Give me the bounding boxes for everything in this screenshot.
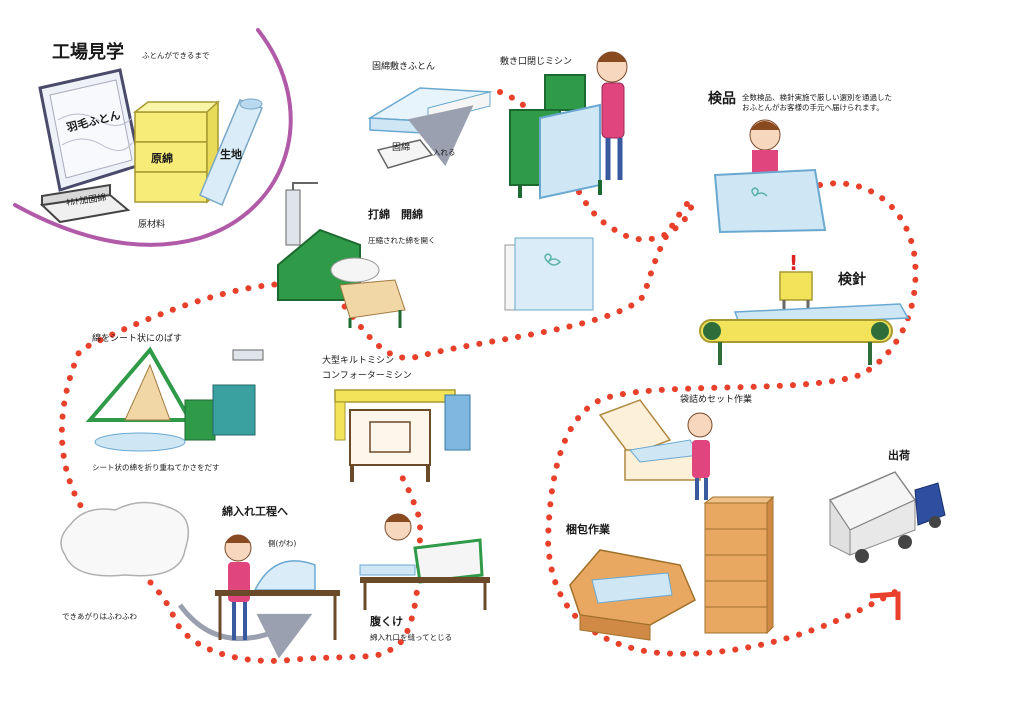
sheet-spreading-machine-illustration bbox=[85, 346, 264, 452]
step-shipping-title: 出荷 bbox=[888, 449, 910, 462]
alert-mark: ! bbox=[789, 251, 798, 275]
path-segment-inspection bbox=[544, 180, 919, 657]
step-inspection-title: 検品 bbox=[708, 91, 736, 107]
path-segment-main bbox=[58, 89, 695, 664]
firm-futon-illustration bbox=[367, 87, 493, 169]
cotton-filling-illustration bbox=[60, 501, 340, 659]
materials-boundary-arc bbox=[13, 28, 293, 247]
label-firm-cotton: 固綿 bbox=[392, 143, 411, 153]
label-insert: 入れる bbox=[433, 148, 456, 157]
step-stitching-caption: 綿入れ口を縫ってとじる bbox=[370, 633, 453, 642]
step-batting-title: 打綿 開綿 bbox=[368, 208, 423, 221]
label-raw-materials: 原材料 bbox=[138, 220, 166, 230]
closing-sewing-machine-illustration bbox=[509, 74, 602, 200]
label-fabric: 生地 bbox=[220, 148, 242, 161]
step-firm-futon-title: 固綿敷きふとん bbox=[372, 62, 436, 72]
label-side-fabric: 側(がわ) bbox=[268, 539, 297, 548]
step-stitching-title: 腹くけ bbox=[370, 615, 403, 628]
step-sheet-caption: シート状の綿を折り重ねてかさをだす bbox=[92, 463, 220, 472]
wrapped-futon-illustration bbox=[504, 237, 594, 311]
batting-machine-illustration bbox=[277, 182, 406, 328]
inspection-illustration bbox=[713, 119, 827, 234]
page-title: 工場見学 bbox=[52, 42, 124, 63]
step-bagging-title: 袋詰めセット作業 bbox=[680, 395, 753, 405]
label-raw-cotton: 原綿 bbox=[151, 152, 173, 165]
fabric-roll-illustration bbox=[199, 98, 263, 207]
step-packing-title: 梱包作業 bbox=[566, 523, 610, 536]
packing-box-illustration bbox=[569, 549, 696, 641]
quilted-cotton-illustration bbox=[39, 183, 131, 224]
step-quilting-title-2: コンフォーターミシン bbox=[322, 371, 412, 381]
step-needle-check-title: 検針 bbox=[838, 272, 866, 288]
step-filling-title: 綿入れ工程へ bbox=[222, 505, 288, 518]
raw-cotton-illustration bbox=[132, 100, 220, 204]
step-inspection-caption-2: おふとんがお客様の手元へ届けられます。 bbox=[742, 103, 884, 112]
path-arrow-end bbox=[869, 591, 901, 620]
stacked-boxes-illustration bbox=[703, 495, 775, 635]
step-filling-caption: できあがりはふわふわ bbox=[62, 612, 137, 621]
step-inspection-caption-1: 全数検品、検針実施で厳しい選別を通過した bbox=[742, 93, 892, 102]
hand-stitching-illustration bbox=[359, 513, 490, 610]
quilt-sewing-machine-illustration bbox=[334, 389, 471, 482]
bagging-illustration bbox=[598, 399, 713, 500]
step-closing-title: 敷き口閉じミシン bbox=[500, 57, 573, 67]
needle-check-conveyor-illustration: ! bbox=[699, 251, 910, 365]
down-futon-illustration bbox=[38, 68, 142, 192]
worker-closing-illustration bbox=[596, 51, 628, 180]
delivery-truck-illustration bbox=[828, 471, 946, 563]
page-subtitle: ふとんができるまで bbox=[142, 51, 210, 60]
process-path bbox=[58, 89, 919, 664]
step-quilting-title-1: 大型キルトミシン bbox=[322, 356, 395, 366]
step-sheet-title: 綿をシート状にのばす bbox=[92, 334, 183, 344]
step-batting-caption: 圧縮された綿を開く bbox=[368, 236, 436, 245]
